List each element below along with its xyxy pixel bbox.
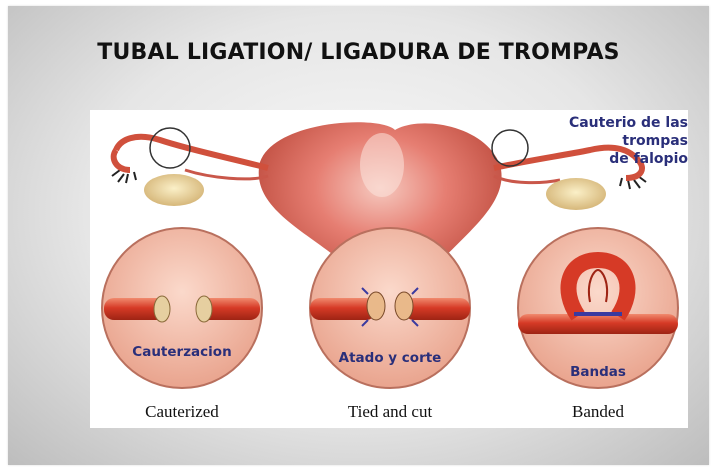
right-ovary bbox=[546, 178, 606, 210]
caption-cauterized: Cauterized bbox=[122, 402, 242, 422]
left-ovary bbox=[144, 174, 204, 206]
panel-cauterized bbox=[102, 228, 262, 388]
slide-title: TUBAL LIGATION/ LIGADURA DE TROMPAS bbox=[8, 40, 709, 65]
cautery-annotation: Cauterio de las trompas de falopio bbox=[526, 114, 688, 168]
panel-label-cauterized: Cauterzacion bbox=[122, 344, 242, 360]
panel-label-banded: Bandas bbox=[538, 364, 658, 380]
right-cautery-circle bbox=[492, 130, 528, 166]
caption-banded: Banded bbox=[538, 402, 658, 422]
band bbox=[574, 312, 622, 316]
caption-tied-and-cut: Tied and cut bbox=[330, 402, 450, 422]
annotation-line-1: Cauterio de las trompas bbox=[526, 114, 688, 150]
annotation-line-2: de falopio bbox=[526, 150, 688, 168]
illustration: Cauterio de las trompas de falopio Caute… bbox=[90, 110, 688, 428]
slide: TUBAL LIGATION/ LIGADURA DE TROMPAS bbox=[8, 6, 709, 465]
left-fallopian-tube bbox=[116, 137, 268, 168]
panel-label-tied-and-cut: Atado y corte bbox=[330, 350, 450, 366]
